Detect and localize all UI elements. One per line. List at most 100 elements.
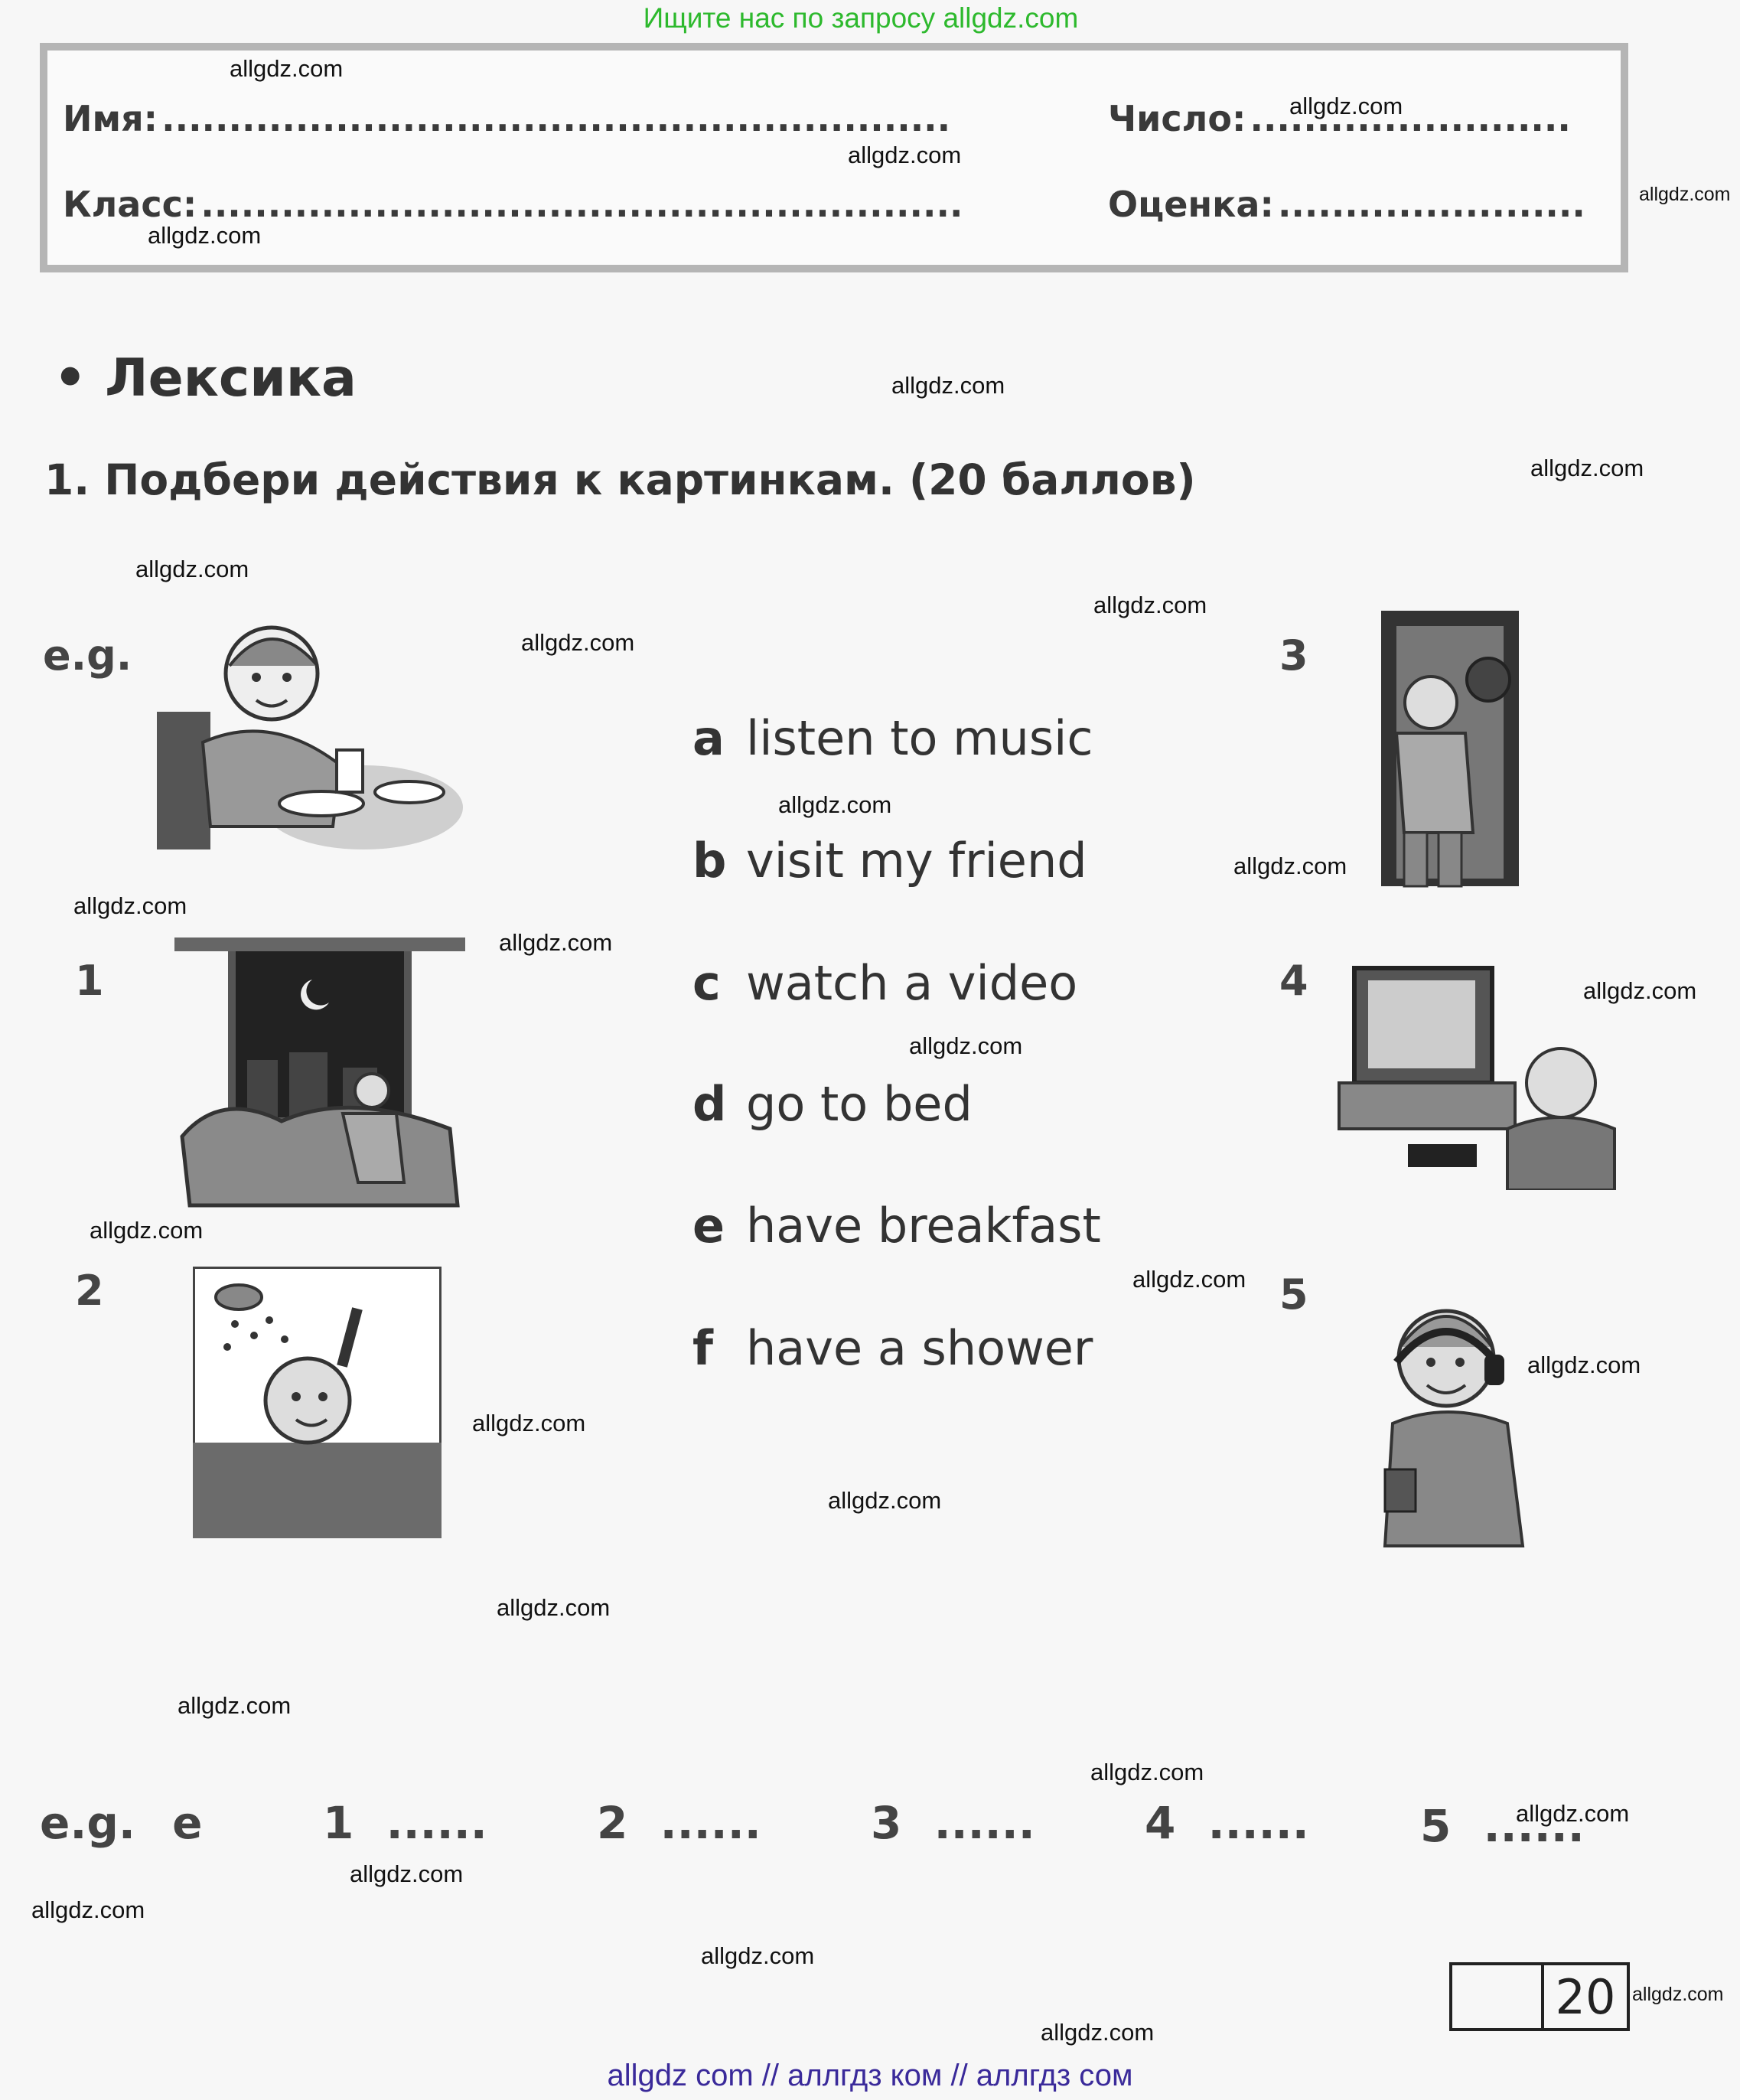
watermark: allgdz.com xyxy=(778,791,892,818)
option-a: a listen to music xyxy=(692,710,1093,766)
option-text: go to bed xyxy=(746,1076,973,1132)
picture-5 xyxy=(1370,1286,1546,1561)
answer-num: 4 xyxy=(1145,1797,1176,1849)
option-letter: b xyxy=(692,833,727,889)
picture-label-1: 1 xyxy=(75,957,104,1005)
section-title: • Лексика xyxy=(54,348,357,409)
watermark: allgdz.com xyxy=(848,142,962,168)
example-label: e.g. xyxy=(43,631,132,680)
boy-eating-breakfast-icon xyxy=(157,625,463,849)
date-dots: ........................ xyxy=(1250,98,1571,139)
class-field: Класс: .................................… xyxy=(63,184,963,225)
answer-blank[interactable]: ...... xyxy=(1483,1800,1585,1852)
option-b: b visit my friend xyxy=(692,833,1087,889)
name-dots: ........................................… xyxy=(161,98,951,139)
class-dots: ........................................… xyxy=(200,184,963,225)
watermark: allgdz.com xyxy=(1516,1800,1630,1827)
watermark: allgdz.com xyxy=(1639,184,1731,205)
watermark: allgdz.com xyxy=(31,1896,145,1923)
picture-label-3: 3 xyxy=(1279,631,1308,680)
option-text: visit my friend xyxy=(746,833,1087,889)
watermark: allgdz.com xyxy=(73,892,187,919)
picture-4 xyxy=(1331,960,1622,1190)
picture-2 xyxy=(193,1267,442,1538)
watermark: allgdz.com xyxy=(90,1217,204,1244)
class-label: Класс: xyxy=(63,184,197,225)
child-watching-tv-icon xyxy=(1338,966,1616,1190)
watermark: allgdz.com xyxy=(1583,977,1697,1004)
date-label: Число: xyxy=(1108,98,1246,139)
task-title: 1. Подбери действия к картинкам. (20 бал… xyxy=(44,455,1196,504)
watermark: allgdz.com xyxy=(909,1032,1023,1059)
answer-num: 2 xyxy=(597,1797,628,1849)
score-max: 20 xyxy=(1555,1968,1616,2025)
watermark: allgdz.com xyxy=(148,222,262,249)
option-letter: a xyxy=(692,710,725,766)
answer-example-value: e xyxy=(172,1797,203,1849)
eg-picture xyxy=(157,612,463,857)
answer-5[interactable]: 5 ...... xyxy=(1420,1800,1585,1852)
top-banner[interactable]: Ищите нас по запросу allgdz.com xyxy=(643,2,1079,34)
watermark: allgdz.com xyxy=(1233,853,1347,879)
option-text: listen to music xyxy=(746,710,1093,766)
answer-3[interactable]: 3 ...... xyxy=(871,1797,1035,1849)
watermark: allgdz.com xyxy=(521,629,635,656)
bottom-footer[interactable]: allgdz com // аллгдз ком // аллгдз сом xyxy=(607,2059,1133,2092)
child-going-to-bed-icon xyxy=(174,938,465,1208)
watermark: allgdz.com xyxy=(1132,1266,1246,1293)
option-letter: f xyxy=(692,1320,713,1376)
watermark: allgdz.com xyxy=(1041,2019,1155,2046)
watermark: allgdz.com xyxy=(891,372,1005,399)
watermark: allgdz.com xyxy=(178,1692,292,1719)
watermark: allgdz.com xyxy=(135,556,249,582)
answer-blank[interactable]: ...... xyxy=(660,1797,761,1849)
picture-label-2: 2 xyxy=(75,1267,104,1315)
option-letter: e xyxy=(692,1198,725,1254)
option-text: have a shower xyxy=(746,1320,1093,1376)
answer-num: 3 xyxy=(871,1797,902,1849)
answer-blank[interactable]: ...... xyxy=(386,1797,487,1849)
friends-at-door-icon xyxy=(1381,611,1519,888)
watermark: allgdz.com xyxy=(499,929,613,956)
answer-4[interactable]: 4 ...... xyxy=(1145,1797,1309,1849)
watermark: allgdz.com xyxy=(828,1487,942,1514)
answer-blank[interactable]: ...... xyxy=(934,1797,1035,1849)
watermark: allgdz.com xyxy=(1289,93,1403,119)
option-f: f have a shower xyxy=(692,1320,1093,1376)
name-label: Имя: xyxy=(63,98,158,139)
option-text: have breakfast xyxy=(746,1198,1101,1254)
section-title-text: Лексика xyxy=(105,348,357,409)
watermark: allgdz.com xyxy=(1090,1759,1204,1785)
answer-num: 1 xyxy=(323,1797,354,1849)
score-box: 20 xyxy=(1449,1962,1630,2031)
boy-with-headphones-icon xyxy=(1383,1309,1525,1547)
picture-label-4: 4 xyxy=(1279,957,1308,1005)
name-field: Имя: ...................................… xyxy=(63,98,950,139)
watermark: allgdz.com xyxy=(1093,592,1207,618)
grade-field: Оценка: ....................... xyxy=(1108,184,1585,225)
watermark: allgdz.com xyxy=(701,1942,815,1969)
student-info-box: Имя: ...................................… xyxy=(40,43,1628,272)
answer-1[interactable]: 1 ...... xyxy=(323,1797,487,1849)
grade-dots: ....................... xyxy=(1277,184,1585,225)
option-d: d go to bed xyxy=(692,1076,973,1132)
watermark: allgdz.com xyxy=(350,1860,464,1887)
child-having-shower-icon xyxy=(193,1267,442,1538)
watermark: allgdz.com xyxy=(1527,1352,1641,1378)
picture-1 xyxy=(174,938,465,1213)
watermark: allgdz.com xyxy=(230,55,344,82)
answer-2[interactable]: 2 ...... xyxy=(597,1797,761,1849)
grade-label: Оценка: xyxy=(1108,184,1274,225)
option-letter: d xyxy=(692,1076,727,1132)
bullet-icon: • xyxy=(54,348,87,409)
answer-blank[interactable]: ...... xyxy=(1207,1797,1309,1849)
answer-example: e.g. e xyxy=(40,1797,202,1849)
answer-num: 5 xyxy=(1420,1800,1452,1852)
picture-3 xyxy=(1305,603,1595,902)
watermark: allgdz.com xyxy=(497,1594,611,1621)
date-field: Число: ........................ xyxy=(1108,98,1571,139)
picture-label-5: 5 xyxy=(1279,1270,1308,1319)
score-blank-cell[interactable] xyxy=(1452,1965,1544,2028)
option-letter: c xyxy=(692,955,721,1011)
